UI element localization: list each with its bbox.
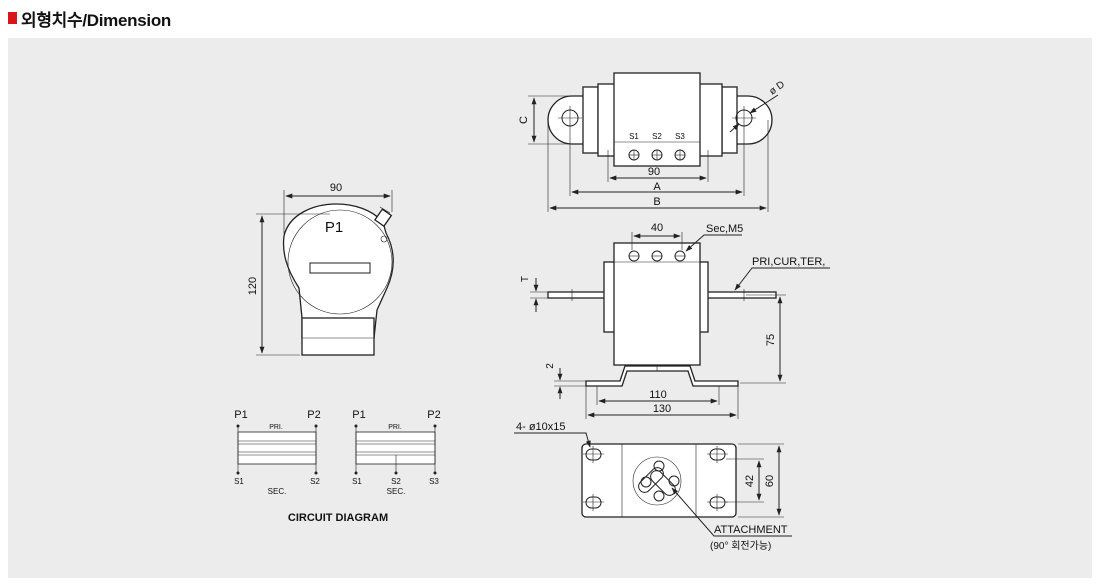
b-dim: B [653,196,660,208]
attachment-hole-icon [668,475,680,487]
circuit-p1-label: P1 [352,409,365,421]
section-header: 외형치수/Dimension [8,6,171,30]
slot-hole-icon [709,448,726,461]
terminal-label: S1 [629,132,639,141]
top-view-bracket-right [721,86,738,154]
attachment-circle [632,456,682,506]
section-title: 외형치수/Dimension [21,10,171,30]
sec-m5-label: Sec,M5 [706,223,743,235]
side-view: P1 90 120 [247,182,394,356]
circuit-diagram-caption: CIRCUIT DIAGRAM [288,512,388,524]
circuit-s2-label: S2 [391,477,401,486]
front-view: 40 Sec,M5 PRI,CUR,TER, T 75 2 110 130 [520,222,830,419]
base-bracket [585,365,739,387]
circuit-p2-label: P2 [307,409,320,421]
slot-hole-icon [585,496,602,509]
rotate-label: (90° 회전가능) [710,540,771,552]
holes-label: 4- ø10x15 [516,421,566,433]
terminal-label: S3 [675,132,685,141]
circuit-s1-label: S1 [234,477,244,486]
slot-hole-icon [585,448,602,461]
front-40-dim: 40 [651,222,663,234]
front-110-dim: 110 [649,389,667,401]
side-view-slot [309,262,371,274]
pri-cur-ter-label: PRI,CUR,TER, [752,256,825,268]
slot-hole-icon [709,496,726,509]
side-p1-label: P1 [325,219,343,236]
front-view-core [613,242,701,366]
side-view-inner-circle [287,209,393,315]
side-view-terminal [373,208,393,228]
base-42-dim: 42 [744,475,756,487]
side-height-dim: 120 [247,277,259,295]
circuit-p2-label: P2 [427,409,440,421]
circuit-pri-label: PRI. [269,424,283,431]
d-dim: ø D [767,79,787,97]
front-2-dim: 2 [545,363,556,369]
circuit-s3-label: S3 [429,477,439,486]
circuit-diagram-right: P1 P2 PRI. S1 S2 S3 SEC. [352,409,441,496]
top-view: S1 S2 S3 C ø D 90 A B [518,72,787,212]
circuit-sec-label: SEC. [387,487,406,496]
circuit-diagram-left: P1 P2 PRI. S1 S2 SEC. [234,409,321,496]
red-square-icon [8,12,17,24]
attachment-hole-icon [653,490,665,502]
circuit-p1-label: P1 [234,409,247,421]
attachment-hole-icon [653,460,665,472]
top-view-bracket-left [582,86,599,154]
base-60-dim: 60 [764,475,776,487]
side-width-dim: 90 [330,182,342,194]
t-dim: T [520,276,531,282]
c-dim: C [518,116,530,124]
side-view-body [282,203,394,339]
attachment-label: ATTACHMENT [714,524,788,536]
attachment-hole-icon [640,476,652,488]
side-view-base [301,317,375,356]
terminal-label: S2 [652,132,662,141]
front-130-dim: 130 [653,403,671,415]
base-view: 4- ø10x15 42 60 ATTACHMENT (90° 회전가능) [514,421,792,552]
front-75-dim: 75 [765,334,777,346]
top-90-dim: 90 [648,166,660,178]
circuit-s2-label: S2 [310,477,320,486]
circuit-pri-label: PRI. [388,424,402,431]
a-dim: A [653,181,661,193]
circuit-s1-label: S1 [352,477,362,486]
side-view-screw-icon [380,235,388,243]
circuit-sec-label: SEC. [268,487,287,496]
